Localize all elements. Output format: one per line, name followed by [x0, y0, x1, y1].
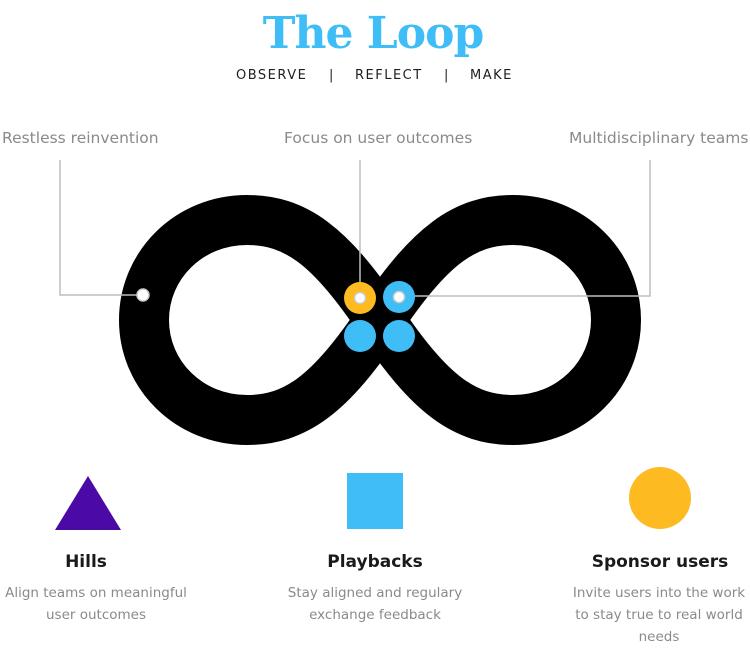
dot-blue-bottom-right [383, 320, 415, 352]
callout-focus-user-outcomes: Focus on user outcomes [284, 129, 473, 147]
step-separator: | [444, 68, 450, 83]
playbacks-title: Playbacks [327, 552, 423, 572]
page-title: The Loop [262, 8, 484, 59]
infinity-loop [119, 195, 641, 445]
marker-dot-blue [392, 290, 406, 304]
callout-restless-reinvention: Restless reinvention [2, 129, 159, 147]
square-icon [347, 473, 403, 529]
marker-dot-yellow [353, 291, 367, 305]
dot-blue-bottom-left [344, 320, 376, 352]
step-make: MAKE [470, 68, 513, 83]
step-observe: OBSERVE [236, 68, 308, 83]
step-separator: | [329, 68, 335, 83]
sponsor-users-description: Invite users into the work to stay true … [572, 585, 746, 645]
loop-steps: OBSERVE | REFLECT | MAKE [0, 67, 750, 85]
leader-line-left [59, 160, 143, 296]
leader-line-right [399, 160, 651, 297]
hills-description: Align teams on meaningful user outcomes [5, 585, 187, 623]
step-reflect: REFLECT [355, 68, 423, 83]
sponsor-users-title: Sponsor users [591, 552, 729, 572]
hills-title: Hills [65, 552, 107, 572]
marker-dot-left [136, 288, 150, 302]
playbacks-description: Stay aligned and regulary exchange feedb… [287, 585, 463, 623]
circle-icon [629, 467, 691, 529]
triangle-icon [55, 476, 121, 530]
callout-multidisciplinary-teams: Multidisciplinary teams [569, 129, 749, 147]
